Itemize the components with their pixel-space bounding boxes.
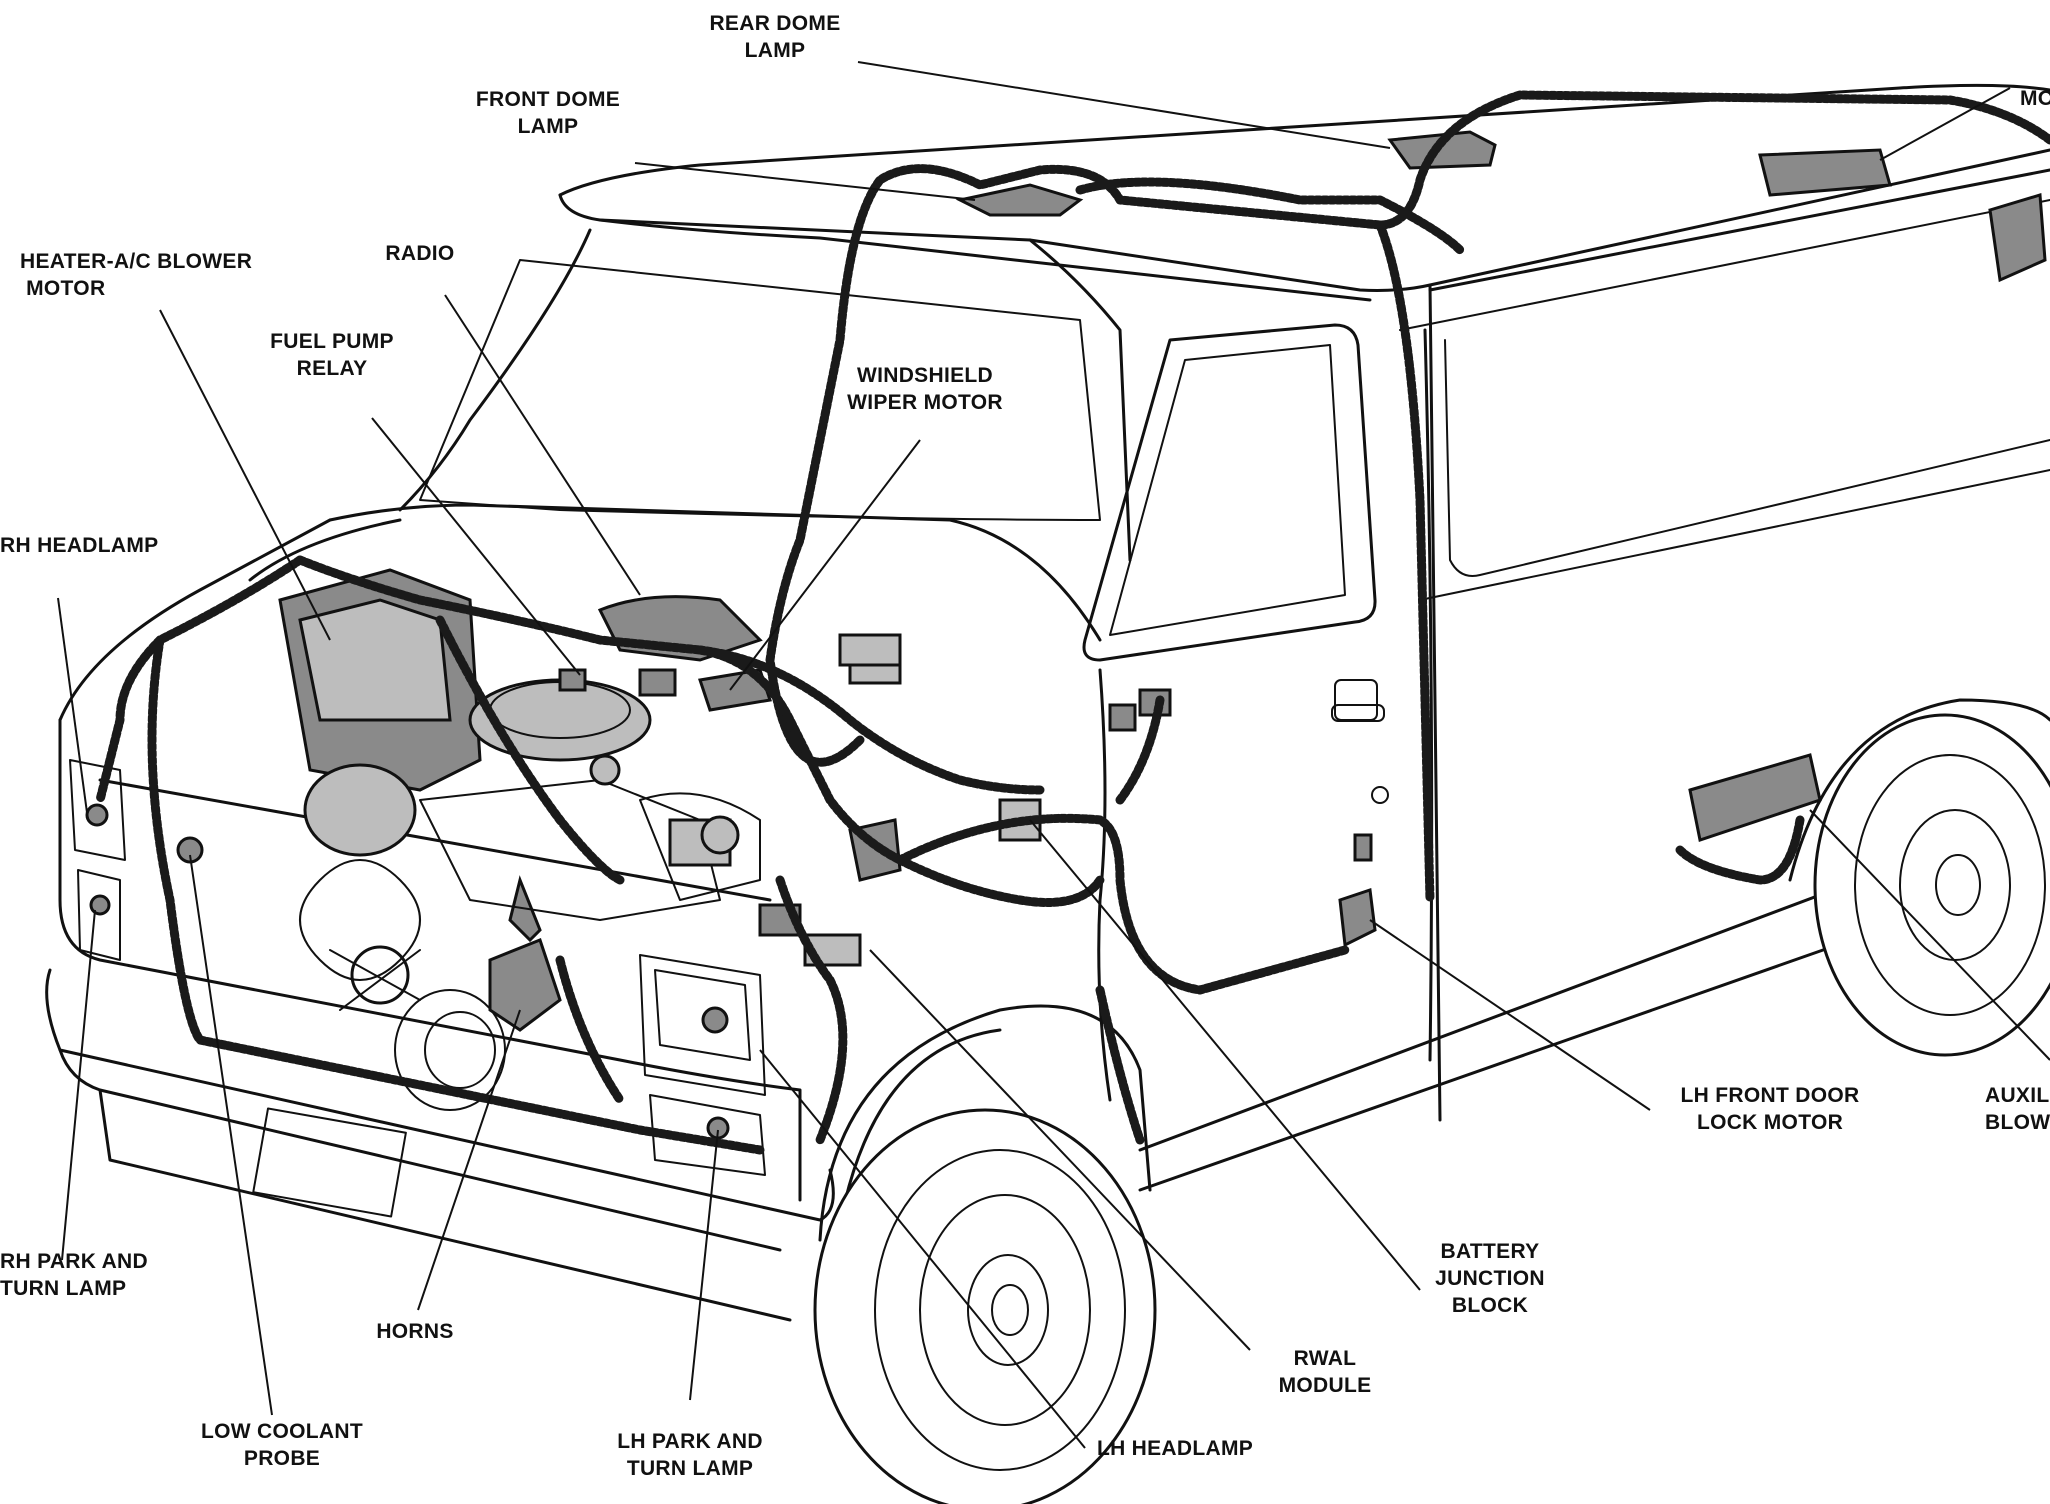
label-auxiliary-blower-partial: AUXIL BLOW	[1985, 1084, 2050, 1134]
leader-lines	[57, 61, 2050, 1449]
label-heater-ac-blower-motor: HEATER-A/C BLOWER MOTOR	[20, 250, 253, 300]
engine	[278, 568, 761, 1111]
label-lh-front-door-lock-motor: LH FRONT DOOR LOCK MOTOR	[1680, 1084, 1860, 1134]
label-front-dome-lamp: FRONT DOME LAMP	[475, 88, 621, 138]
label-radio: RADIO	[385, 242, 455, 265]
label-horns: HORNS	[376, 1320, 454, 1343]
label-top-right-partial: MO	[2020, 87, 2050, 110]
label-lh-headlamp: LH HEADLAMP	[1096, 1437, 1254, 1460]
rear-wheel	[1813, 713, 2050, 1057]
label-windshield-wiper-motor: WINDSHIELD WIPER MOTOR	[847, 364, 1003, 414]
label-rear-dome-lamp: REAR DOME LAMP	[709, 12, 841, 62]
label-rwal-module: RWAL MODULE	[1278, 1347, 1372, 1397]
wiring-harness	[95, 90, 2050, 1155]
front-wheel	[813, 1108, 1157, 1504]
label-rh-headlamp: RH HEADLAMP	[0, 534, 159, 557]
label-fuel-pump-relay: FUEL PUMP RELAY	[270, 330, 394, 380]
label-low-coolant-probe: LOW COOLANT PROBE	[201, 1420, 363, 1470]
label-battery-junction-block: BATTERY JUNCTION BLOCK	[1435, 1240, 1545, 1317]
components	[176, 130, 2047, 967]
label-lh-park-and-turn-lamp: LH PARK AND TURN LAMP	[617, 1430, 763, 1480]
label-rh-park-and-turn-lamp: RH PARK AND TURN LAMP	[0, 1250, 148, 1300]
